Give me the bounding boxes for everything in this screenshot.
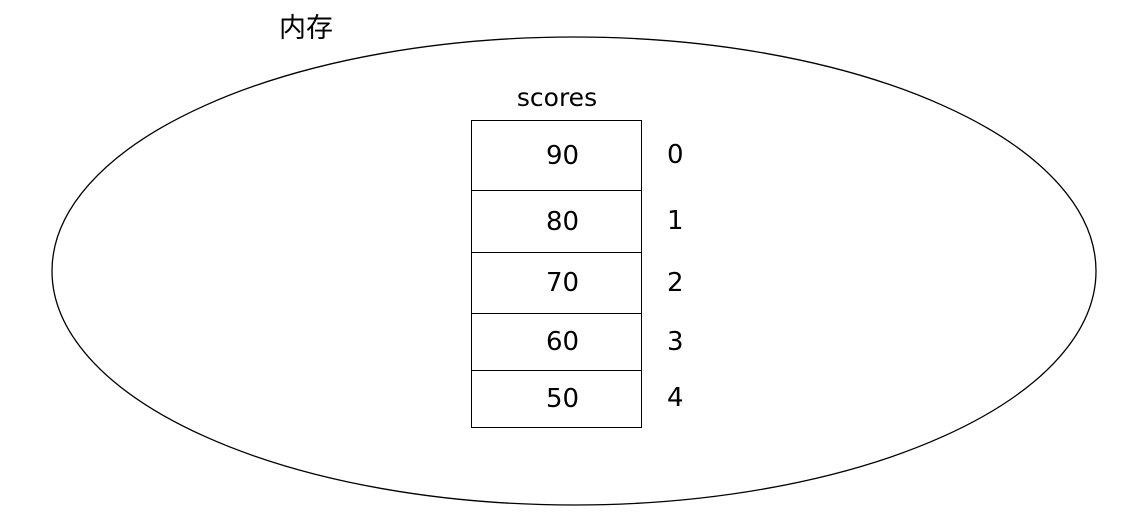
array-table: 90 80 70 60 50 bbox=[471, 120, 642, 428]
memory-label: 内存 bbox=[279, 13, 333, 44]
array-cell-value: 80 bbox=[545, 206, 580, 237]
array-index-label: 2 bbox=[667, 267, 684, 298]
array-cell: 50 bbox=[472, 371, 641, 427]
array-cell-value: 50 bbox=[545, 384, 580, 414]
array-index-label: 1 bbox=[667, 206, 684, 236]
array-cell: 80 bbox=[472, 191, 641, 253]
array-cell: 60 bbox=[472, 314, 641, 371]
array-cell: 70 bbox=[472, 253, 641, 314]
array-cell-value: 90 bbox=[545, 140, 580, 171]
array-name-label: scores bbox=[516, 83, 598, 112]
array-index-column: 0 1 2 3 4 bbox=[643, 120, 713, 426]
array-index-label: 3 bbox=[667, 326, 684, 357]
array-index-label: 0 bbox=[667, 140, 684, 170]
array-index-label: 4 bbox=[667, 383, 684, 413]
memory-ellipse-shape bbox=[51, 36, 1097, 506]
array-cell: 90 bbox=[472, 121, 641, 191]
array-cell-value: 70 bbox=[545, 268, 580, 298]
array-cell-value: 60 bbox=[545, 327, 580, 357]
